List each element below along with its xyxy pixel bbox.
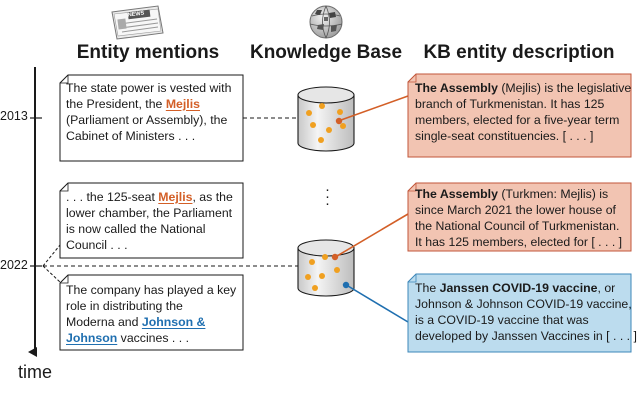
entity-mention-johnson-and-johnson[interactable]: Johnson & [141, 315, 206, 329]
mention-2-line-text: , as the [192, 190, 233, 204]
desc-1-text: The Assembly (Mejlis) is the legislative… [415, 80, 631, 144]
desc-3-title: Janssen COVID-19 vaccine [439, 281, 598, 295]
mention-1-line: The state power is vested with [66, 81, 232, 95]
desc-1-line: single-seat constituencies. [ . . . ] [415, 129, 594, 143]
mention-box-1 [59, 74, 244, 162]
desc-3-line: The Janssen COVID-19 vaccine, or [415, 280, 637, 296]
desc-2-line-text: (Turkmen: Mejlis) is [497, 187, 609, 201]
kb2022-entity-node-assembly [331, 253, 339, 261]
kb2013-entity-node [335, 117, 343, 125]
newspaper-news-label: NEWS [128, 10, 145, 18]
desc-3-line: is a COVID-19 vaccine that was [415, 313, 589, 327]
desc-box-1 [407, 73, 632, 158]
desc-box-3 [407, 273, 632, 353]
mention-3-line: Johnson vaccines . . . [66, 330, 236, 346]
mention-1-text: The state power is vested with the Presi… [66, 80, 231, 144]
desc-2-line: The Assembly (Turkmen: Mejlis) is [415, 186, 622, 202]
mention-1-line: (Parliament or Assembly), the [66, 113, 228, 127]
desc-3-text: The Janssen COVID-19 vaccine, or Johnson… [415, 280, 637, 344]
desc-1-line: members, elected for a five-year term [415, 113, 620, 127]
desc-3-line: Johnson & Johnson COVID-19 vaccine, [415, 297, 632, 311]
mention-2-line: Council . . . [66, 238, 128, 252]
connector-2022-assembly [336, 213, 409, 257]
mention-2-line: lower chamber, the Parliament [66, 206, 233, 220]
ellipsis-vertical: ··· [325, 181, 330, 212]
dashed-link-mention2 [42, 244, 61, 267]
desc-2-text: The Assembly (Turkmen: Mejlis) is since … [415, 186, 622, 250]
desc-2-line: the National Council of Turkmenistan. [415, 219, 620, 233]
desc-1-line: The Assembly (Mejlis) is the legislative [415, 80, 631, 96]
entity-mention-johnson[interactable]: Johnson [66, 331, 118, 345]
mention-3-line: The company has played a key [66, 283, 237, 297]
mention-2-text: . . . the 125-seat Mejlis, as the lower … [66, 189, 233, 253]
mention-box-1-notch [60, 75, 69, 84]
connector-2013-assembly [340, 95, 409, 121]
mention-3-line-text: vaccines . . . [117, 331, 190, 345]
dashed-link-mention3 [42, 265, 61, 283]
mention-1-line: the President, the Mejlis [66, 96, 231, 112]
mention-3-line: role in distributing the [66, 299, 183, 313]
mention-3-line: Moderna and Johnson & [66, 314, 236, 330]
mention-box-2 [59, 182, 244, 259]
entity-mention-mejlis[interactable]: Mejlis [165, 97, 200, 111]
mention-1-line-text: the President, the [66, 97, 166, 111]
year-2013-label: 2013 [0, 109, 28, 123]
mention-box-2-notch [60, 183, 69, 192]
kb2022-entity-node-vaccine [342, 281, 350, 289]
mention-2-line-text: . . . the 125-seat [66, 190, 159, 204]
mention-box-3-notch [60, 275, 69, 284]
desc-3-line-text: The [415, 281, 440, 295]
database-cylinder-icon [297, 86, 355, 152]
desc-3-line-text: , or [597, 281, 616, 295]
mention-3-text: The company has played a key role in dis… [66, 282, 236, 346]
mention-box-3 [59, 274, 244, 351]
header-kb-entity-description: KB entity description [423, 42, 615, 63]
mention-2-line: is now called the National [66, 222, 206, 236]
entity-mention-mejlis[interactable]: Mejlis [158, 190, 193, 204]
header-knowledge-base: Knowledge Base [249, 42, 403, 63]
desc-1-line: branch of Turkmenistan. It has 125 [415, 97, 605, 111]
desc-2-title: The Assembly [415, 187, 498, 201]
desc-1-title: The Assembly [415, 81, 498, 95]
desc-box-3-notch [408, 274, 417, 283]
connector-2022-vaccine [347, 285, 409, 323]
time-axis-label: time [18, 362, 53, 382]
desc-box-1-notch [408, 74, 417, 83]
newspaper-icon [111, 5, 164, 40]
desc-box-2-notch [408, 183, 417, 192]
desc-2-line: since March 2021 the lower house of [415, 203, 616, 217]
year-2022-label: 2022 [0, 258, 28, 272]
header-entity-mentions: Entity mentions [76, 42, 220, 63]
mention-3-line-text: Moderna and [66, 315, 142, 329]
desc-3-line: developed by Janssen Vaccines in [ . . .… [415, 329, 637, 343]
mention-2-line: . . . the 125-seat Mejlis, as the [66, 189, 233, 205]
wikipedia-globe-icon [309, 5, 343, 39]
desc-1-line-text: (Mejlis) is the legislative [497, 81, 632, 95]
desc-2-line: It has 125 members, elected for [ . . . … [415, 235, 623, 249]
mention-1-line: Cabinet of Ministers . . . [66, 129, 196, 143]
desc-box-2 [407, 182, 632, 252]
